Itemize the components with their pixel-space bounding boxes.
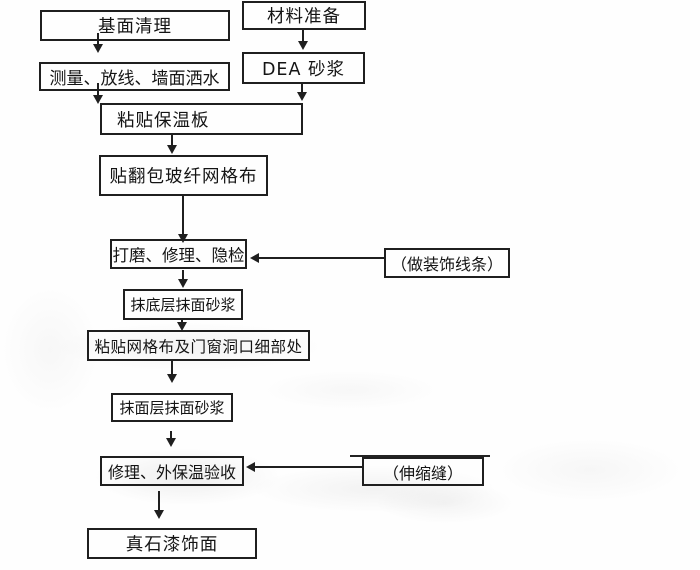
node-repair-accept: 修理、外保温验收 xyxy=(100,456,244,486)
node-face-coat: 抹面层抹面砂浆 xyxy=(111,393,233,422)
scan-smudge xyxy=(495,438,685,502)
scan-smudge xyxy=(375,482,515,524)
node-mesh-wrap: 贴翻包玻纤网格布 xyxy=(99,155,268,196)
scan-smudge xyxy=(260,370,440,410)
node-label: 抹底层抹面砂浆 xyxy=(130,296,236,314)
node-label: 贴翻包玻纤网格布 xyxy=(109,167,258,187)
node-label: （伸缩缝） xyxy=(382,463,463,483)
node-label: 抹面层抹面砂浆 xyxy=(119,399,225,417)
node-measure: 测量、放线、墙面洒水 xyxy=(39,62,230,91)
node-label: 材料准备 xyxy=(267,7,341,27)
node-label: 粘贴网格布及门窗洞口细部处 xyxy=(94,337,303,356)
scan-line xyxy=(350,455,490,457)
node-label: （做装饰线条） xyxy=(390,255,503,274)
node-polish: 打磨、修理、隐检 xyxy=(110,239,247,269)
node-label: 真石漆饰面 xyxy=(125,535,219,555)
node-label: 粘贴保温板 xyxy=(117,110,210,131)
node-label: 基面清理 xyxy=(98,17,172,37)
node-base-clean: 基面清理 xyxy=(40,10,230,41)
node-decor-line: （做装饰线条） xyxy=(384,248,510,278)
node-stone-paint: 真石漆饰面 xyxy=(87,528,257,559)
node-label: DEA 砂浆 xyxy=(261,59,346,80)
node-mesh-detail: 粘贴网格布及门窗洞口细部处 xyxy=(87,330,310,361)
node-paste-board: 粘贴保温板 xyxy=(100,103,303,135)
node-label: 打磨、修理、隐检 xyxy=(112,246,245,265)
node-label: 修理、外保温验收 xyxy=(107,463,236,482)
node-material-prep: 材料准备 xyxy=(242,1,366,30)
node-expansion-joint: （伸缩缝） xyxy=(362,457,484,486)
scan-smudge xyxy=(0,285,100,415)
node-dea-mortar: DEA 砂浆 xyxy=(242,52,365,84)
node-label: 测量、放线、墙面洒水 xyxy=(49,69,220,89)
node-base-coat: 抹底层抹面砂浆 xyxy=(123,289,243,320)
